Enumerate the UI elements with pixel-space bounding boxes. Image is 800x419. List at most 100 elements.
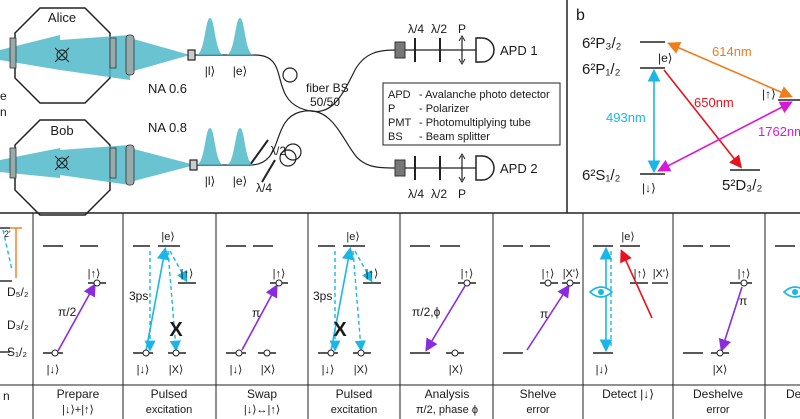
eye-icon-right: [782, 286, 800, 298]
detect-name: Detect |↓⟩: [602, 387, 654, 401]
shelve-pulse: π: [540, 307, 548, 321]
legend-abbr-0: APD: [388, 89, 411, 101]
panel-a: Alice NA 0.6 e n Bob NA 0.8: [0, 7, 561, 216]
prepare-ket-up: |↑⟩: [88, 268, 101, 280]
fiber-bs-1: fiber BS: [306, 81, 349, 95]
swap-sub: |↓⟩↔|↑⟩: [244, 404, 280, 416]
analysis-ket-x: |X⟩: [449, 364, 464, 376]
pulse-l-bot: [196, 128, 224, 165]
left-d52-label: D₅/₂: [7, 285, 29, 299]
level-s12: 6²S₁/₂: [582, 167, 621, 184]
step-pulsed-1: X |e⟩ |↑⟩ |↓⟩ |X⟩ 3ps Pulsed excitation: [129, 231, 196, 416]
left-d32-label: D₃/₂: [7, 318, 29, 332]
pulsed1-x-mark: X: [169, 319, 183, 341]
prepare-pulse: π/2: [58, 305, 77, 319]
apd2-label: APD 2: [500, 161, 538, 176]
pulse-e-top: [226, 18, 254, 55]
first-col-partial: n: [3, 389, 10, 403]
deshelve-ket-x: |X⟩: [713, 364, 728, 376]
shelve-ket-up: |↑⟩: [542, 268, 555, 280]
legend-abbr-1: P: [388, 103, 395, 115]
pulsed1-ket-x: |X⟩: [169, 364, 184, 376]
partial-right-name: De: [786, 387, 800, 401]
eye-icon: [588, 286, 614, 298]
pulsed2-ket-down: |↓⟩: [322, 364, 335, 376]
pulsed1-name: Pulsed: [151, 387, 188, 401]
step-partial-right: De: [775, 245, 800, 401]
step-pulsed-2: X |e⟩ |↑⟩ |↓⟩ |X⟩ 3ps Pulsed excitation: [313, 231, 381, 416]
legend-abbr-3: BS: [388, 131, 403, 143]
wl-614: 614nm: [712, 44, 752, 59]
na-bob: NA 0.8: [148, 120, 187, 135]
pulse-l-top: [196, 18, 224, 55]
transition-650: [663, 69, 742, 169]
waveplate-mid-2: [261, 159, 276, 183]
deshelve-sub: error: [706, 404, 730, 416]
pulsed1-ket-e: |e⟩: [161, 231, 174, 243]
wp-top-q: λ/4: [408, 22, 424, 36]
legend-box: [382, 82, 561, 146]
pulsed2-sub: excitation: [331, 404, 377, 416]
wp-top-p: P: [458, 22, 466, 36]
detect-ket-xp: |X'⟩: [653, 268, 670, 280]
pulsed2-ket-up: |↑⟩: [366, 268, 379, 280]
ket-l-bot: |l⟩: [205, 174, 215, 188]
pulsed1-ket-up: |↑⟩: [181, 268, 194, 280]
left-s12-label: S₁/₂: [7, 345, 27, 359]
legend-desc-3: - Beam splitter: [419, 131, 490, 143]
analysis-sub: π/2, phase ϕ: [416, 404, 478, 416]
pulsed1-sub: excitation: [146, 404, 192, 416]
col-partial-left: 2' D₅/₂ D₃/₂ S₁/₂ n: [0, 227, 29, 403]
pulsed1-pulse: 3ps: [129, 289, 148, 303]
ket-down-b: |↓⟩: [642, 181, 656, 195]
shelve-name: Shelve: [520, 387, 557, 401]
detect-ket-e: |e⟩: [621, 231, 634, 243]
lambda2-mid: λ/2: [270, 144, 286, 158]
swap-ket-up: |↑⟩: [273, 268, 286, 280]
wp-bot-h: λ/2: [431, 187, 447, 201]
step-detect: |e⟩ |↑⟩ |X'⟩ |↓⟩ Detect |↓⟩: [588, 231, 670, 401]
lambda4-mid: λ/4: [256, 181, 272, 195]
wl-650: 650nm: [694, 95, 734, 110]
prepare-sub: |↓⟩+|↑⟩: [62, 404, 94, 416]
alice-label: Alice: [48, 10, 76, 25]
legend-desc-2: - Photomultiplying tube: [419, 117, 531, 129]
swap-name: Swap: [247, 387, 277, 401]
legend-abbr-2: PMT: [388, 117, 412, 129]
analysis-pulse: π/2,ϕ: [412, 305, 441, 319]
swap-ket-x: |X⟩: [261, 364, 276, 376]
ket-e-bot: |e⟩: [233, 174, 247, 188]
panel-b-label: b: [576, 7, 585, 24]
waveplate-mid-1: [249, 139, 269, 166]
pulsed2-name: Pulsed: [336, 387, 373, 401]
wp-bot-q: λ/4: [408, 187, 424, 201]
pulse-e-bot: [226, 128, 254, 165]
pulsed2-ket-x: |X⟩: [354, 364, 369, 376]
left-top-label: 2': [4, 229, 11, 239]
prepare-ket-down: |↓⟩: [47, 364, 60, 376]
deshelve-ket-up: |↑⟩: [738, 268, 751, 280]
panel-c: 2' D₅/₂ D₃/₂ S₁/₂ n |↑⟩ |↓⟩ π/2 Prepare …: [0, 213, 800, 419]
ket-l-top: |l⟩: [205, 64, 215, 78]
fibers: [187, 49, 396, 171]
level-p12: 6²P₁/₂: [582, 61, 621, 78]
analysis-name: Analysis: [425, 387, 470, 401]
legend-desc-1: - Polarizer: [419, 103, 469, 115]
swap-pulse: π: [252, 306, 260, 320]
panel-b: b 6²P₃/₂ 6²P₁/₂ 6²S₁/₂ 5²D₃/₂ |e⟩ |↑⟩ |↓…: [576, 7, 800, 195]
pulsed2-x-mark: X: [333, 319, 347, 341]
bob-label: Bob: [50, 123, 73, 138]
legend-desc-0: - Avalanche photo detector: [419, 89, 550, 101]
apd2-optics: [394, 153, 495, 183]
ket-e-top: |e⟩: [233, 64, 247, 78]
ket-e-b: |e⟩: [658, 51, 672, 65]
level-d32: 5²D₃/₂: [722, 177, 762, 194]
step-deshelve: |↑⟩ |X⟩ π Deshelve error: [683, 245, 752, 416]
shelve-sub: error: [526, 404, 550, 416]
wl-493: 493nm: [606, 110, 646, 125]
step-shelve: |↑⟩ |X'⟩ π Shelve error: [503, 245, 580, 416]
pulsed2-pulse: 3ps: [313, 289, 332, 303]
swap-ket-down: |↓⟩: [230, 364, 243, 376]
pulsed2-ket-e: |e⟩: [346, 231, 359, 243]
